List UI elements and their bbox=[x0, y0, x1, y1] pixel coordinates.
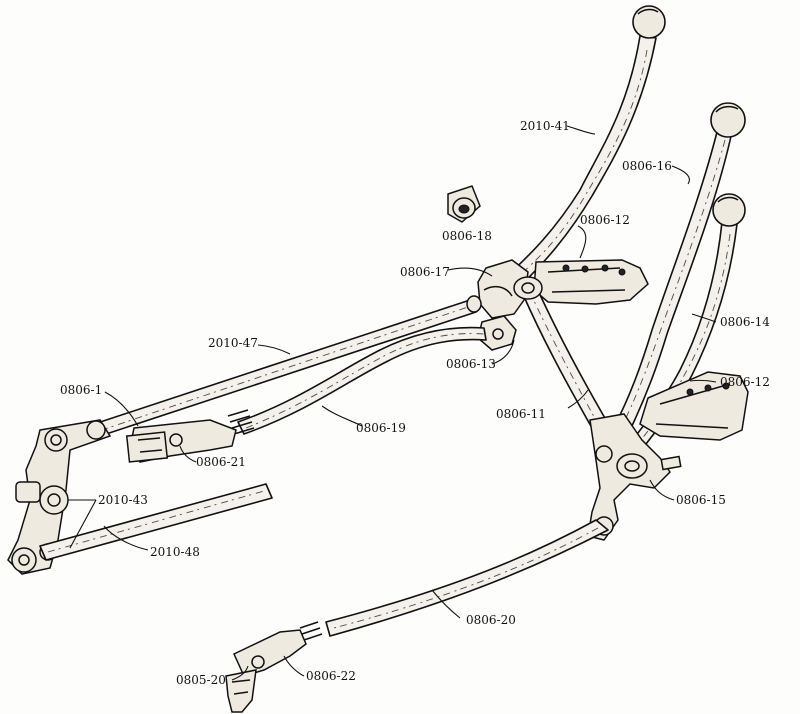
lever-knob-ball-3 bbox=[712, 193, 746, 227]
lever-knob-ball bbox=[632, 5, 666, 39]
part-labels: 2010-41 0806-16 0806-18 0806-12 0806-17 … bbox=[60, 119, 770, 687]
label-2010-47: 2010-47 bbox=[208, 336, 258, 350]
label-0806-14: 0806-14 bbox=[720, 315, 770, 329]
label-2010-43: 2010-43 bbox=[98, 493, 148, 507]
label-2010-41: 2010-41 bbox=[520, 119, 570, 133]
shift-lever-0806-14 bbox=[633, 193, 746, 445]
label-0806-22: 0806-22 bbox=[306, 669, 356, 683]
leader-lines bbox=[68, 125, 717, 681]
clevis-0806-21 bbox=[125, 419, 237, 463]
clevis-0806-22 bbox=[233, 629, 307, 677]
label-0806-13: 0806-13 bbox=[446, 357, 496, 371]
label-0806-20: 0806-20 bbox=[466, 613, 516, 627]
bracket-0806-12-top bbox=[533, 259, 649, 305]
rod-0806-20 bbox=[299, 519, 609, 641]
rod-0806-19 bbox=[227, 326, 487, 435]
label-0806-1: 0806-1 bbox=[60, 383, 102, 397]
shift-lever-0806-16 bbox=[614, 102, 746, 431]
label-0806-18: 0806-18 bbox=[442, 229, 492, 243]
lever-arm-2010-43 bbox=[7, 419, 112, 575]
label-2010-48: 2010-48 bbox=[150, 545, 200, 559]
shift-lever-2010-41 bbox=[507, 5, 666, 285]
bracket-0806-12-right bbox=[639, 371, 749, 441]
rod-2010-48 bbox=[39, 483, 273, 561]
label-0806-16: 0806-16 bbox=[622, 159, 672, 173]
lever-knob-ball-2 bbox=[710, 102, 746, 138]
arm-0805-20 bbox=[225, 669, 257, 713]
label-0806-11: 0806-11 bbox=[496, 407, 546, 421]
label-0806-17: 0806-17 bbox=[400, 265, 450, 279]
label-0806-12-top: 0806-12 bbox=[580, 213, 630, 227]
label-0806-19: 0806-19 bbox=[356, 421, 406, 435]
label-0806-12-right: 0806-12 bbox=[720, 375, 770, 389]
label-0805-20: 0805-20 bbox=[176, 673, 226, 687]
label-0806-15: 0806-15 bbox=[676, 493, 726, 507]
label-0806-21: 0806-21 bbox=[196, 455, 246, 469]
bushing-0806-18 bbox=[447, 185, 481, 223]
